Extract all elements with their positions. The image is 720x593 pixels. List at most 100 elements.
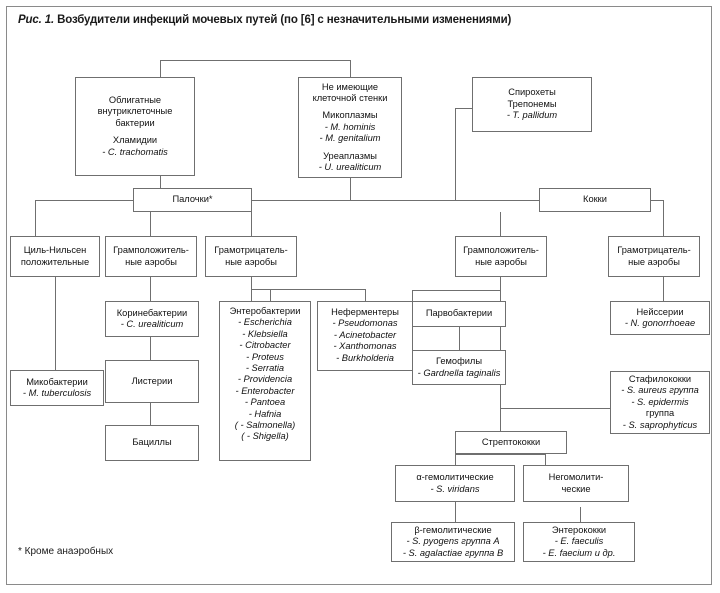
nocellwall-ureaplasma: Уреаплазмы [323, 150, 377, 161]
nocellwall-line2: клеточной стенки [312, 92, 388, 103]
nocellwall-line1: Не имеющие [321, 81, 379, 92]
nonhemo-line1: Негомолити- [548, 472, 604, 483]
connector-strep-branch-h [455, 454, 545, 455]
rods-grampos-line1: Грамположитель- [113, 245, 189, 256]
node-beta-hemolytic[interactable]: β-гемолитические - S. pyogens группа A -… [391, 522, 515, 562]
node-rods-gram-positive-aerobes[interactable]: Грамположитель- ные аэробы [105, 236, 197, 277]
nonhemo-line2: ческие [561, 483, 591, 494]
connector-parvo-to-haemo [459, 327, 460, 350]
connector-cocci-to-grampos [500, 212, 501, 236]
coryne-line1: Коринебактерии [116, 307, 188, 318]
connector-top-bridge [160, 60, 350, 61]
connector-gramneg-to-nonferm [365, 289, 366, 301]
node-obligate-intracellular[interactable]: Облигатные внутриклеточные бактерии Хлам… [75, 77, 195, 176]
connector-ccgp-to-parvo-v [412, 290, 413, 301]
connector-obligate-up [160, 60, 161, 77]
connector-ziehl-to-myco [55, 277, 56, 370]
node-rods[interactable]: Палочки* [133, 188, 252, 212]
connector-nocellwall-down [350, 178, 351, 200]
staph-item-2: - S. saprophyticus [622, 419, 698, 430]
spiro-species: - T. pallidum [506, 110, 558, 121]
obligate-line1: Облигатные [108, 94, 162, 105]
node-rods-gram-negative-aerobes[interactable]: Грамотрицатель- ные аэробы [205, 236, 297, 277]
node-mycobacteria[interactable]: Микобактерии - M. tuberculosis [10, 370, 104, 406]
entero-item-3: - Proteus [246, 351, 284, 362]
connector-strep-alpha-v [455, 454, 456, 465]
obligate-line2: внутриклеточные [97, 106, 173, 117]
entero-item-7: - Pantoea [244, 397, 286, 408]
connector-trunk-mid [252, 200, 539, 201]
myco-species: - M. tuberculosis [22, 388, 92, 398]
entero-item-9: ( - Salmonella) [234, 420, 296, 431]
node-cocci-gram-negative-aerobes[interactable]: Грамотрицатель- ные аэробы [608, 236, 700, 277]
entero-item-2: - Citrobacter [239, 340, 291, 351]
entero-item-4: - Serratia [245, 363, 285, 374]
connector-ccgp-to-parvo-h [412, 290, 500, 291]
entero-item-8: - Hafnia [248, 408, 282, 419]
node-corynebacteria[interactable]: Коринебактерии - C. urealiticum [105, 301, 199, 337]
entero-item-10: ( - Shigella) [241, 431, 289, 442]
rods-grampos-line2: ные аэробы [125, 256, 177, 267]
cocci-gramneg-line1: Грамотрицатель- [617, 245, 691, 256]
entero-item-1: - Klebsiella [242, 328, 288, 339]
connector-staph-h [500, 408, 610, 409]
node-no-cell-wall[interactable]: Не имеющие клеточной стенки Микоплазмы -… [298, 77, 402, 178]
parvo-label: Парвобактерии [425, 308, 493, 319]
connector-rods-to-gramneg [251, 212, 252, 236]
connector-strep-nonhemo-v [545, 454, 546, 465]
obligate-line3: бактерии [115, 117, 155, 128]
node-bacilli[interactable]: Бациллы [105, 425, 199, 461]
entero-item-0: - Escherichia [238, 317, 292, 328]
rods-gramneg-line1: Грамотрицатель- [214, 245, 288, 256]
node-nonfermenters[interactable]: Неферментеры - Pseudomonas - Acinetobact… [317, 301, 413, 371]
node-streptococci[interactable]: Стрептококки [455, 431, 567, 454]
figure-caption-text: Возбудители инфекций мочевых путей (по [… [57, 14, 512, 26]
node-listeria[interactable]: Листерии [105, 360, 199, 403]
listeria-label: Листерии [131, 375, 173, 386]
obligate-chlamydia: Хламидии [112, 135, 158, 146]
node-neisseria[interactable]: Нейссерии - N. gonorrhoeae [610, 301, 710, 335]
nonferm-title: Неферментеры [331, 307, 399, 317]
connector-cocci-to-gramneg [663, 200, 664, 236]
spiro-line2: Трепонемы [507, 98, 557, 109]
connector-rods-to-ziehl [35, 200, 36, 236]
node-parvobacteria[interactable]: Парвобактерии [412, 301, 506, 327]
figure-footnote: * Кроме анаэробных [18, 546, 114, 557]
alpha-species: - S. viridans [430, 483, 480, 494]
haemo-species: - Gardnella taginalis [417, 367, 501, 378]
nocellwall-species3: - U. urealiticum [318, 162, 382, 173]
beta-item-0: - S. pyogens группа A [406, 536, 500, 547]
ziehl-line1: Циль-Нильсен [23, 245, 87, 256]
node-non-hemolytic[interactable]: Негомолити- ческие [523, 465, 629, 502]
node-ziehl-neelsen-positive[interactable]: Циль-Нильсен положительные [10, 236, 100, 277]
enterococci-item-1: - E. faecium и др. [542, 547, 616, 558]
node-enterobacteria[interactable]: Энтеробактерии - Escherichia - Klebsiell… [219, 301, 311, 461]
connector-trunk-right [651, 200, 663, 201]
nonferm-item-2: - Xanthomonas [333, 341, 397, 352]
cocci-label: Кокки [583, 194, 607, 205]
node-enterococci[interactable]: Энтерококки - E. faeculis - E. faecium и… [523, 522, 635, 562]
connector-nonhemo-to-enterococci [580, 507, 581, 522]
node-spirochetes[interactable]: Спирохеты Трепонемы - T. pallidum [472, 77, 592, 132]
connector-alpha-to-beta [455, 502, 456, 522]
connector-grampos-to-coryne [150, 277, 151, 301]
nocellwall-mycoplasma: Микоплазмы [322, 110, 378, 121]
nonferm-item-1: - Acinetobacter [333, 329, 397, 340]
cocci-grampos-line1: Грамположитель- [463, 245, 539, 256]
node-staphylococci[interactable]: Стафилококки - S. aureus группа - S. epi… [610, 371, 710, 434]
nonferm-item-3: - Burkholderia [336, 352, 394, 363]
enterococci-item-0: - E. faeculis [554, 536, 604, 547]
node-cocci[interactable]: Кокки [539, 188, 651, 212]
coryne-species: - C. urealiticum [120, 319, 184, 329]
node-alpha-hemolytic[interactable]: α-гемолитические - S. viridans [395, 465, 515, 502]
connector-rods-to-grampos [150, 212, 151, 236]
connector-listeria-to-bacilli [150, 403, 151, 425]
myco-line1: Микобактерии [26, 376, 88, 387]
connector-spiro-v [455, 108, 456, 200]
node-cocci-gram-positive-aerobes[interactable]: Грамположитель- ные аэробы [455, 236, 547, 277]
node-haemophilus[interactable]: Гемофилы - Gardnella taginalis [412, 350, 506, 385]
bacilli-label: Бациллы [132, 437, 172, 448]
beta-item-1: - S. agalactiae группа B [402, 547, 504, 558]
entero-item-5: - Providencia [237, 374, 293, 385]
